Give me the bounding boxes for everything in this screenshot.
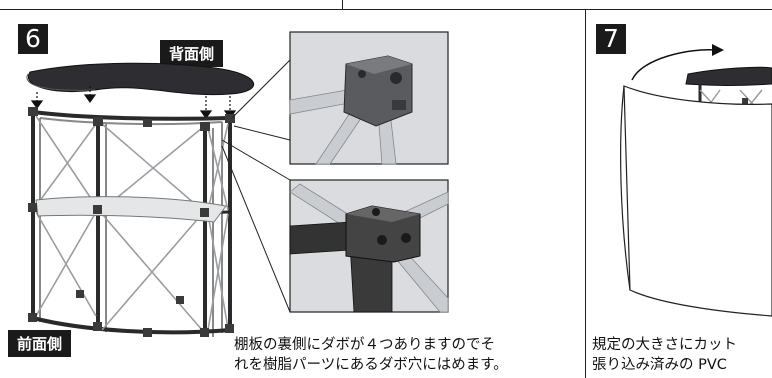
top-rule-tick	[342, 0, 343, 10]
step-6-caption-line-2: れを樹脂パーツにあるダボ穴にはめます。	[234, 357, 508, 373]
detail-view-bottom	[289, 179, 449, 313]
zoom-leaders	[221, 59, 291, 313]
step-7-badge: 7	[596, 24, 626, 54]
step-7-caption-line-1: 規定の大きさにカット	[592, 337, 737, 353]
top-rule	[0, 9, 772, 10]
counter-top	[26, 62, 255, 96]
step-7-caption-line-2: 張り込み済みの PVC	[592, 357, 727, 373]
step-6-badge: 6	[18, 24, 48, 54]
back-side-label: 背面側	[160, 40, 224, 67]
frame-connectors	[28, 107, 235, 337]
dowel-arrows	[30, 86, 237, 120]
front-side-label: 前面側	[8, 330, 72, 357]
pvc-panel	[620, 85, 772, 317]
shelf-board	[35, 196, 227, 223]
counter-top-back	[685, 66, 772, 86]
wrap-arrow	[631, 44, 724, 81]
step-divider	[585, 10, 586, 378]
detail-view-top	[289, 31, 449, 165]
step-6-caption-line-1: 棚板の裏側にダボが４つありますのでそ	[234, 337, 495, 353]
